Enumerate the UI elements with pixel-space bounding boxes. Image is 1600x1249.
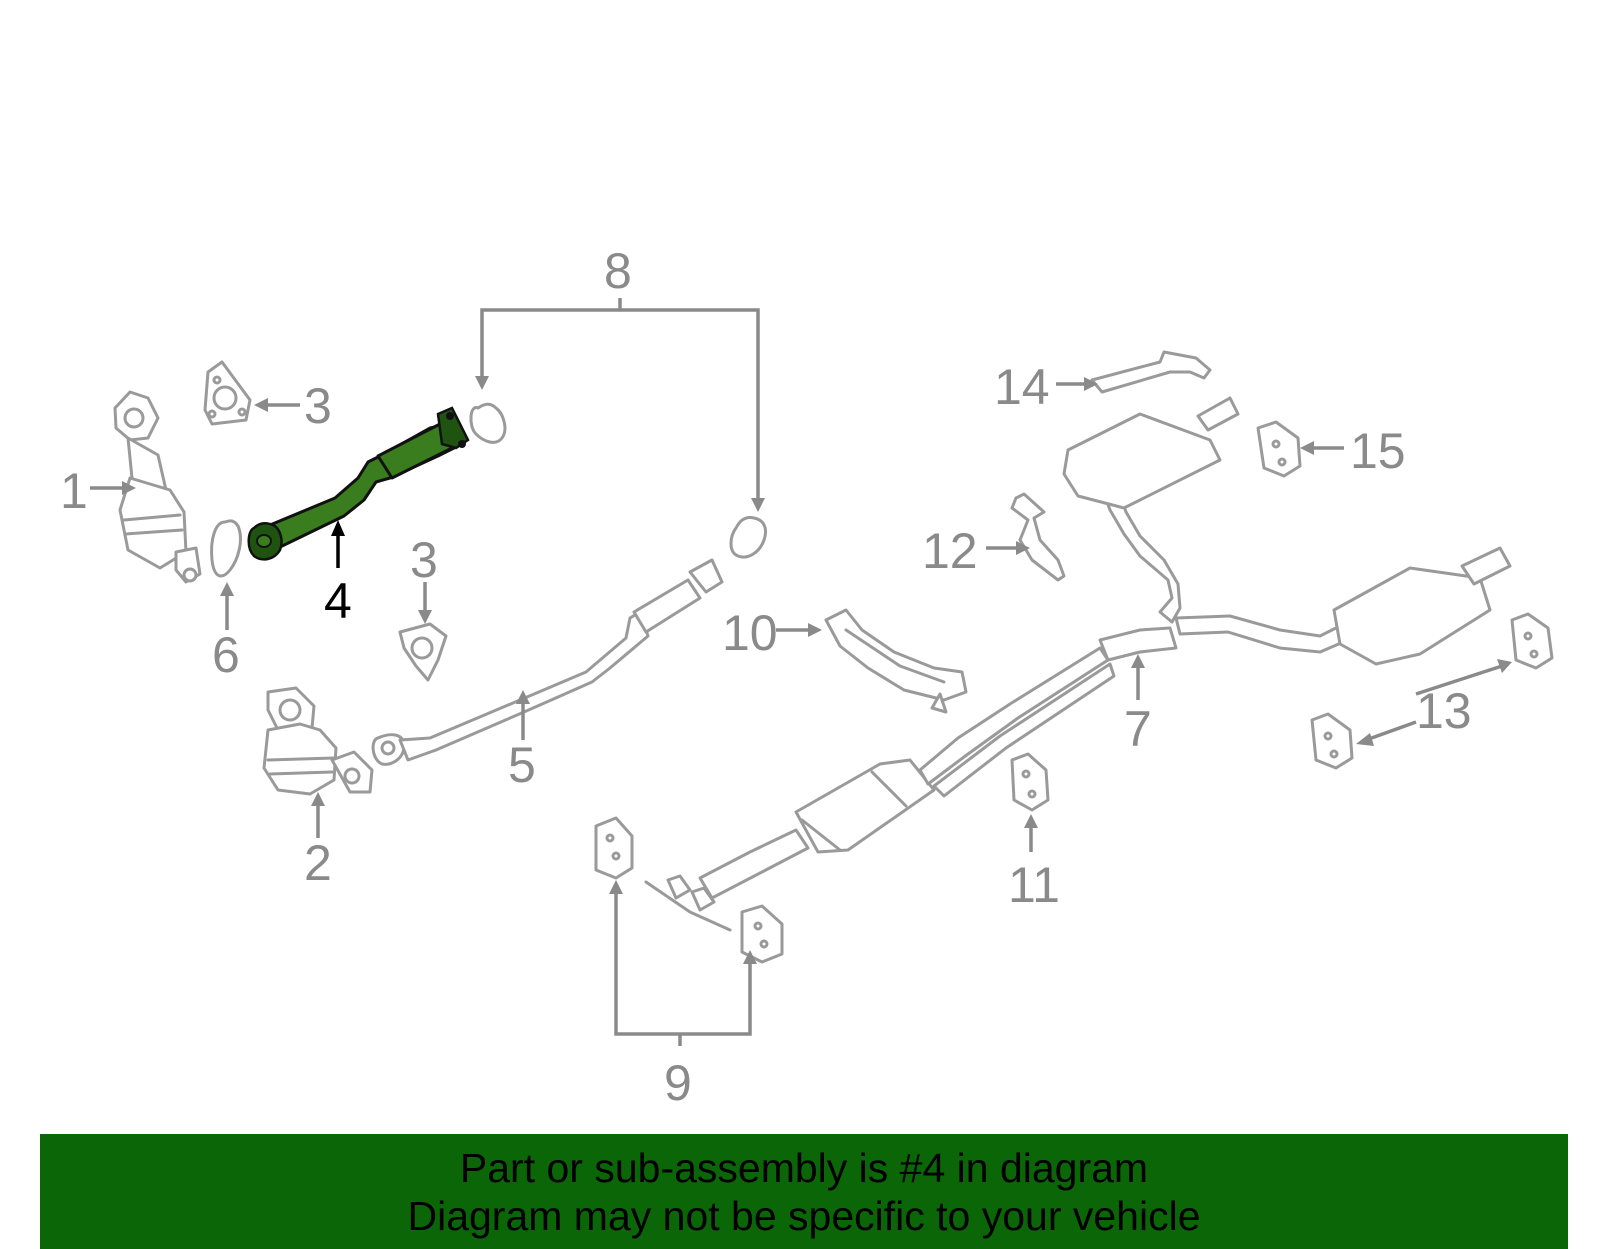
part-3-gasket-upper[interactable] xyxy=(203,360,252,426)
part-13-hanger-lower[interactable] xyxy=(1310,712,1354,770)
callout-11: 11 xyxy=(1008,857,1060,913)
part-6-gasket[interactable] xyxy=(210,519,242,578)
part-4-front-pipe-highlighted[interactable] xyxy=(247,406,470,561)
callout-13: 13 xyxy=(1416,683,1472,739)
part-11-hanger[interactable] xyxy=(1010,752,1050,812)
part-13-hanger-upper[interactable] xyxy=(1510,612,1554,670)
callout-3-upper: 3 xyxy=(304,378,332,434)
part-7-exhaust-assembly[interactable] xyxy=(644,396,1512,932)
part-12-bracket[interactable] xyxy=(1010,492,1066,582)
part-2-catalytic-converter[interactable] xyxy=(262,686,374,796)
part-1-catalytic-converter[interactable] xyxy=(113,390,202,584)
part-10-bracket[interactable] xyxy=(824,608,968,714)
callout-3-lower: 3 xyxy=(410,532,438,588)
callout-7: 7 xyxy=(1124,701,1152,757)
callout-6: 6 xyxy=(212,627,240,683)
callout-9: 9 xyxy=(664,1055,692,1111)
part-15-hanger[interactable] xyxy=(1256,420,1302,478)
part-14-bracket[interactable] xyxy=(1090,350,1212,394)
callout-1: 1 xyxy=(60,463,88,519)
callout-5: 5 xyxy=(508,737,536,793)
callout-12: 12 xyxy=(922,523,978,579)
info-banner: Part or sub-assembly is #4 in diagram Di… xyxy=(40,1134,1568,1249)
callout-15: 15 xyxy=(1350,423,1406,479)
banner-line-2: Diagram may not be specific to your vehi… xyxy=(407,1193,1201,1239)
part-8-gasket-left[interactable] xyxy=(469,402,507,444)
part-8-gasket-right[interactable] xyxy=(729,516,768,559)
part-5-intermediate-pipe[interactable] xyxy=(371,558,724,766)
banner-line-1: Part or sub-assembly is #4 in diagram xyxy=(459,1145,1149,1191)
callout-8: 8 xyxy=(604,243,632,299)
part-9-hanger-left[interactable] xyxy=(594,816,634,880)
callout-10: 10 xyxy=(722,605,778,661)
callout-4: 4 xyxy=(324,573,352,629)
part-3-gasket-lower[interactable] xyxy=(398,622,448,682)
part-9-hanger-right[interactable] xyxy=(740,904,784,964)
callout-14: 14 xyxy=(994,359,1050,415)
callout-2: 2 xyxy=(304,835,332,891)
